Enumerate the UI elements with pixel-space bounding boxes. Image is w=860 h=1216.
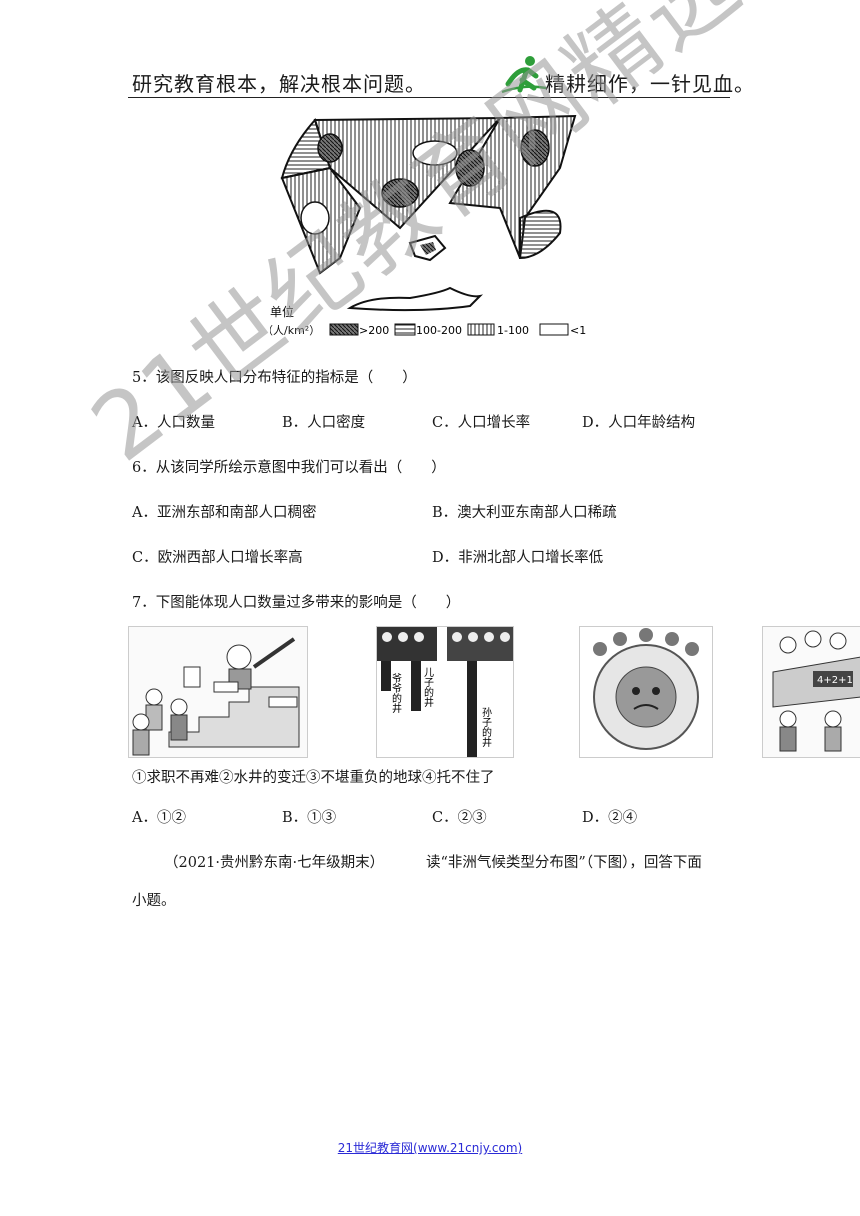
- header-divider: [128, 97, 730, 98]
- legend-label-2: 100-200: [416, 324, 462, 337]
- q6-option-c: C．欧洲西部人口增长率高: [132, 550, 303, 566]
- q7-option-d: D．②④: [582, 810, 638, 826]
- q5-stem: 5．该图反映人口分布特征的指标是（ ）: [132, 370, 417, 386]
- family-structure-label: 4+2+1: [817, 675, 853, 686]
- legend-label-3: 1-100: [497, 324, 529, 337]
- q7-option-c: C．②③: [432, 810, 487, 826]
- legend-swatch-1: [329, 323, 359, 336]
- legend-unit-label: 单位: [270, 304, 294, 319]
- legend-swatch-2: [394, 323, 416, 336]
- q6-stem: 6．从该同学所绘示意图中我们可以看出（ ）: [132, 460, 446, 476]
- q6-option-d: D．非洲北部人口增长率低: [432, 550, 604, 566]
- intro-source: （2021·贵州黔东南·七年级期末）: [164, 855, 385, 871]
- footer-link[interactable]: 21世纪教育网(www.21cnjy.com): [337, 1141, 523, 1155]
- q5-option-a: A．人口数量: [132, 415, 215, 431]
- legend-label-4: <1: [570, 324, 586, 337]
- well-label-grandpa: 爷爷的井: [390, 672, 402, 714]
- legend-swatch-3: [467, 323, 495, 336]
- header-slogan-left: 研究教育根本，解决根本问题。: [132, 72, 426, 96]
- intro-text-continued: 小题。: [132, 893, 176, 909]
- well-label-grandson: 孙子的井: [480, 706, 492, 748]
- header-slogan-right: 精耕细作，一针见血。: [545, 72, 755, 96]
- q7-option-a: A．①②: [132, 810, 186, 826]
- q6-option-a: A．亚洲东部和南部人口稠密: [132, 505, 317, 521]
- cannot-hold-up-cartoon: 4+2+1: [762, 626, 860, 758]
- q7-option-b: B．①③: [282, 810, 337, 826]
- overburdened-earth-cartoon: [579, 626, 713, 758]
- q5-option-c: C．人口增长率: [432, 415, 531, 431]
- legend-label-1: >200: [359, 324, 389, 337]
- q7-picture-caption: ①求职不再难②水井的变迁③不堪重负的地球④托不住了: [132, 770, 495, 786]
- q5-option-b: B．人口密度: [282, 415, 366, 431]
- well-change-cartoon: 爷爷的井 儿子的井 孙子的井: [376, 626, 514, 758]
- legend-unit: （人/km²）: [270, 324, 320, 337]
- well-label-son: 儿子的井: [422, 667, 434, 708]
- q5-option-d: D．人口年龄结构: [582, 415, 696, 431]
- runner-logo-icon: [501, 56, 547, 94]
- legend-swatch-4: [539, 323, 569, 336]
- intro-text: 读“非洲气候类型分布图”（下图），回答下面: [426, 855, 702, 871]
- q7-stem: 7．下图能体现人口数量过多带来的影响是（ ）: [132, 595, 461, 611]
- job-hunting-cartoon: [128, 626, 308, 758]
- population-density-sketch-map: 单位 （人/km²） >200 100-200 1-100 <1: [270, 114, 586, 337]
- q6-option-b: B．澳大利亚东南部人口稀疏: [432, 505, 617, 521]
